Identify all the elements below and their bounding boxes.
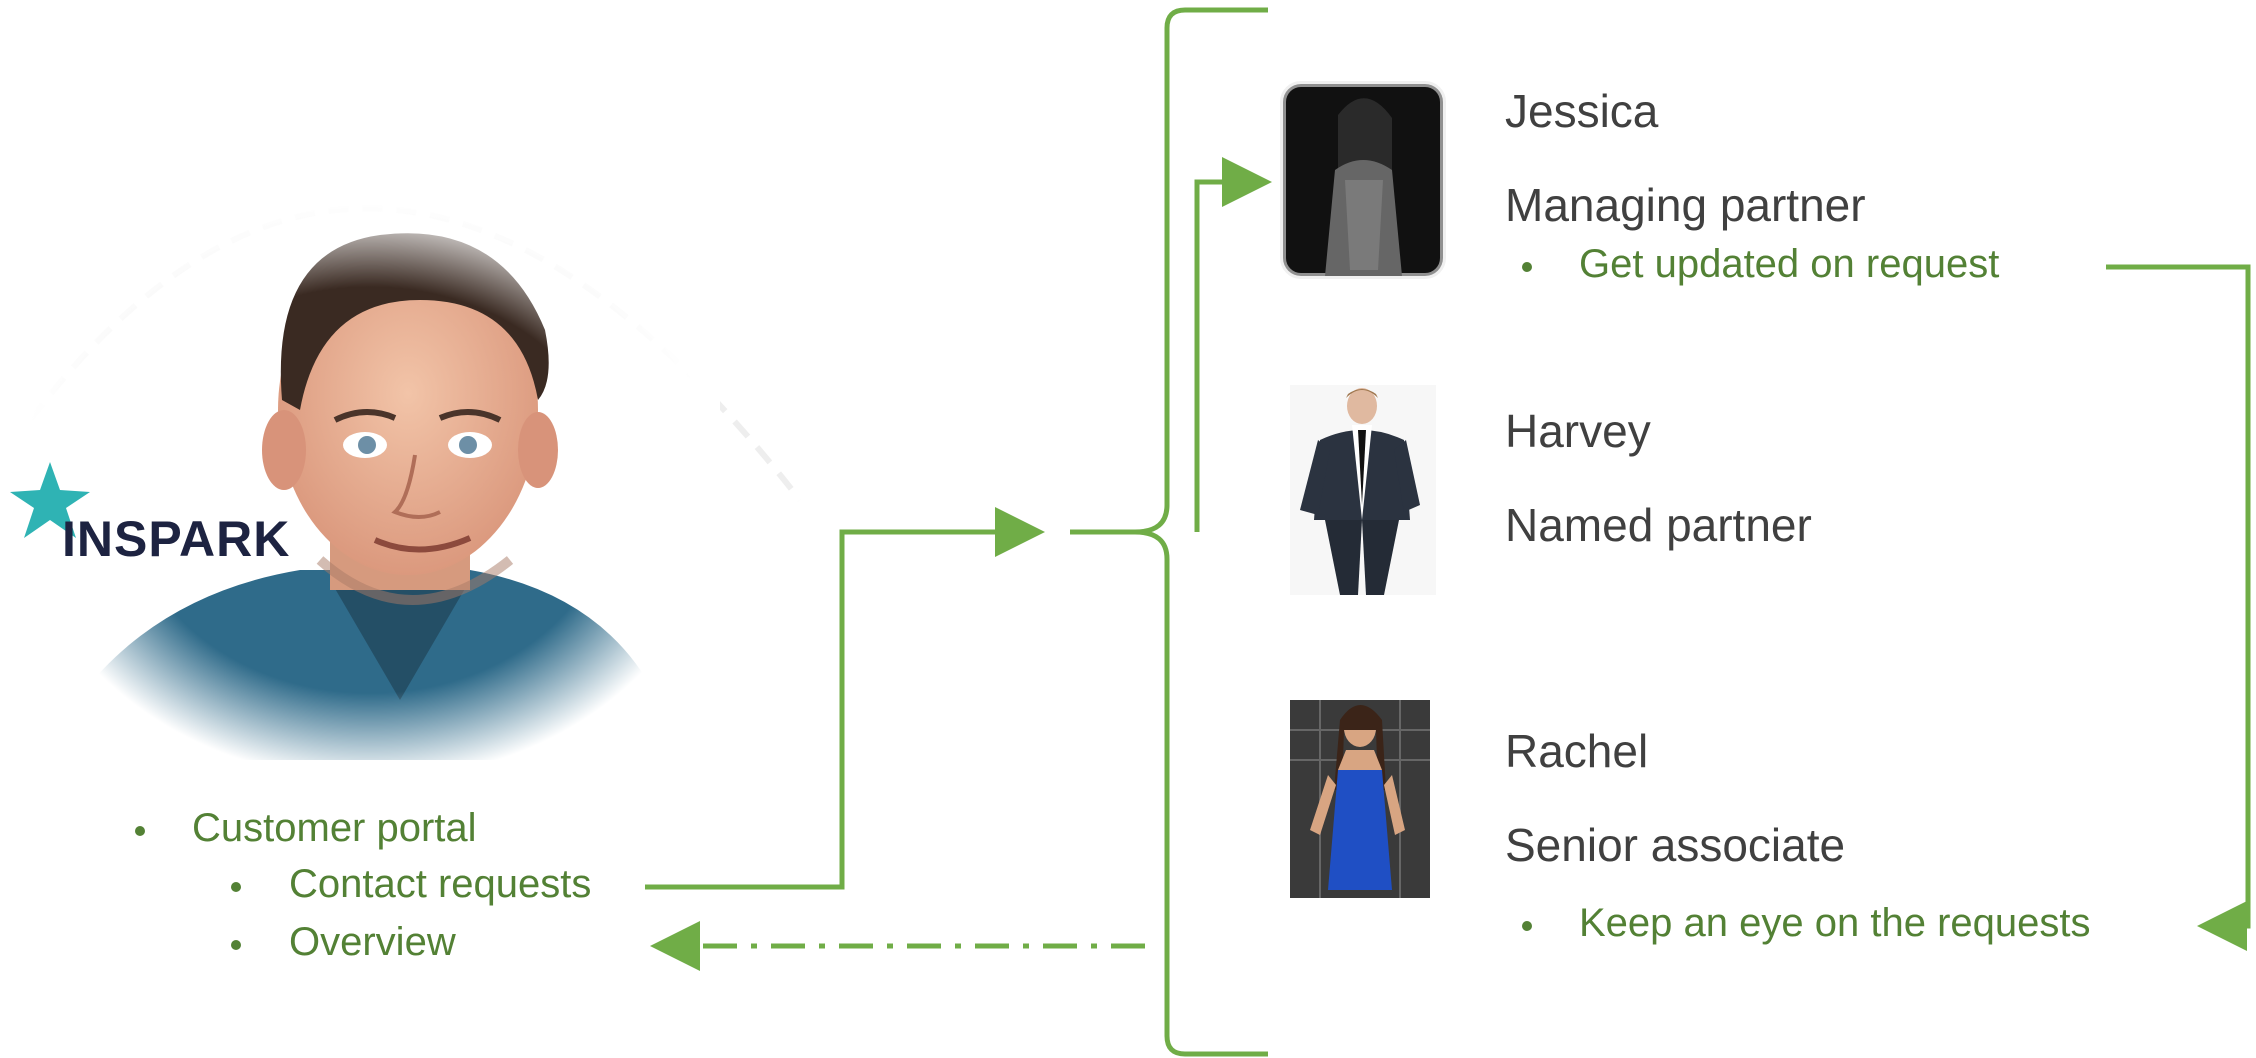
inspark-star-icon: [10, 462, 90, 538]
photo-harvey: [1290, 385, 1436, 595]
avatar: [20, 200, 720, 780]
arrow-contact-to-team: [645, 507, 1045, 890]
photo-rachel: [1290, 700, 1430, 898]
bullet-get-updated: Get updated on request: [1579, 242, 2000, 286]
arrow-jessica-to-rachel: [2106, 264, 2251, 951]
person-role-harvey: Named partner: [1505, 499, 1812, 551]
person-name-rachel: Rachel: [1505, 725, 1649, 777]
person-name-harvey: Harvey: [1505, 405, 1651, 457]
bullet-dot: [135, 826, 145, 836]
bullet-customer-portal: Customer portal: [192, 806, 477, 850]
inspark-logo-text: INSPARK: [62, 511, 291, 567]
bullet-dot: [231, 882, 241, 892]
bullet-dot: [1522, 262, 1532, 272]
person-name-jessica: Jessica: [1505, 85, 1659, 137]
bullet-overview: Overview: [289, 920, 456, 964]
bullet-dot: [231, 940, 241, 950]
bullet-dot: [1522, 921, 1532, 931]
person-role-rachel: Senior associate: [1505, 819, 1846, 871]
connectors: [645, 7, 2251, 1057]
person-role-jessica: Managing partner: [1505, 179, 1866, 231]
photo-jessica: [1280, 81, 1446, 279]
team-brace: [1070, 7, 1268, 1057]
bullet-keep-an-eye: Keep an eye on the requests: [1579, 901, 2091, 945]
bullet-contact-requests: Contact requests: [289, 862, 592, 906]
arrow-brace-to-jessica: [1194, 157, 1272, 532]
